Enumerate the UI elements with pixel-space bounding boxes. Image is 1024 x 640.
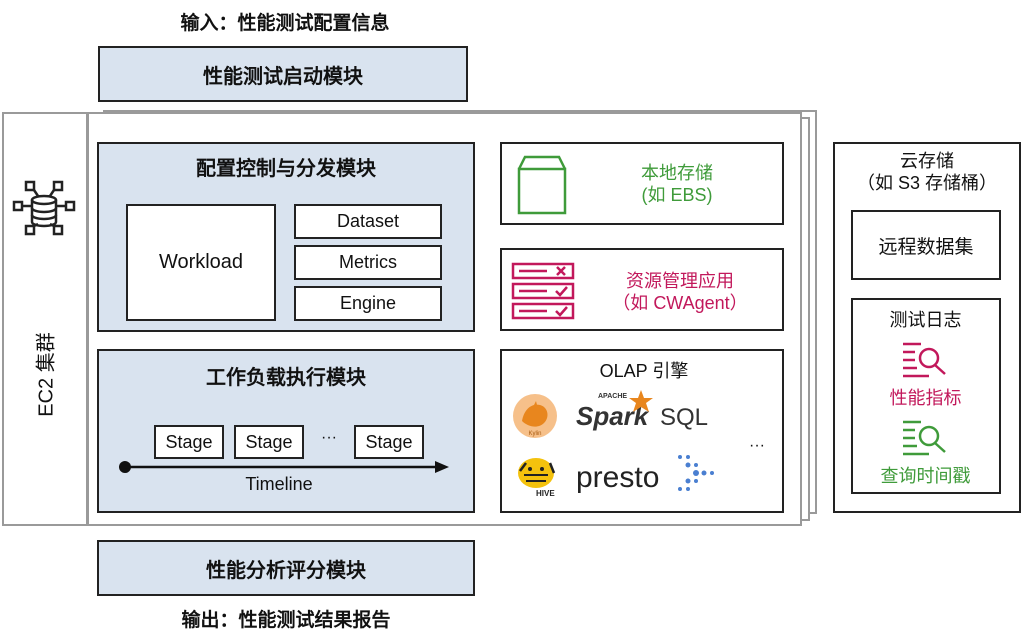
dataset-label: Dataset — [336, 211, 400, 231]
local-storage-text: 本地存储 (如 EBS) — [641, 163, 713, 205]
olap-engine-box: OLAP 引擎 Kylin APACHE Spark SQL HIVE pres… — [500, 349, 784, 513]
cluster-icon — [10, 180, 78, 238]
storage-box-icon — [515, 155, 569, 217]
resource-mgmt-box: 资源管理应用 （如 CWAgent） — [500, 248, 784, 331]
stage-box-1: Stage — [154, 425, 224, 459]
exec-module-title: 工作负载执行模块 — [206, 367, 366, 389]
remote-dataset-label: 远程数据集 — [878, 236, 974, 258]
olap-ellipsis: ··· — [749, 437, 765, 454]
config-module-panel: 配置控制与分发模块 Workload Dataset Metrics Engin… — [97, 142, 475, 332]
stage-box-2: Stage — [234, 425, 304, 459]
presto-logo: presto — [576, 461, 660, 494]
spark-star-icon — [628, 389, 654, 415]
cloud-storage-title: 云存储 （如 S3 存储桶） — [856, 151, 998, 193]
timeline-arrow — [117, 457, 453, 477]
perf-metrics-label: 性能指标 — [889, 388, 962, 408]
test-logs-box: 测试日志 性能指标 — [851, 298, 1001, 494]
remote-dataset-box: 远程数据集 — [851, 210, 1001, 280]
sql-label: SQL — [660, 404, 709, 431]
engine-box: Engine — [294, 286, 442, 321]
hive-label: HIVE — [536, 489, 555, 498]
start-module: 性能测试启动模块 — [98, 46, 468, 102]
engine-label: Engine — [339, 293, 397, 313]
exec-module-panel: 工作负载执行模块 Stage Stage ··· Stage Timeline — [97, 349, 475, 513]
cluster-divider — [86, 113, 89, 525]
dataset-box: Dataset — [294, 204, 442, 239]
local-storage-box: 本地存储 (如 EBS) — [500, 142, 784, 225]
timeline-label: Timeline — [245, 474, 313, 494]
spark-sub-label: APACHE — [598, 393, 628, 400]
input-caption: 输入：性能测试配置信息 — [180, 13, 390, 34]
olap-title: OLAP 引擎 — [599, 361, 689, 381]
checklist-icon — [511, 262, 575, 322]
svg-text:Kylin: Kylin — [528, 431, 541, 437]
stage-box-3: Stage — [354, 425, 424, 459]
hive-logo-icon — [510, 453, 562, 503]
metrics-label: Metrics — [339, 252, 397, 272]
analysis-module: 性能分析评分模块 — [97, 540, 475, 596]
workload-label: Workload — [158, 251, 244, 273]
timestamp-search-icon — [901, 418, 949, 456]
output-caption: 输出：性能测试结果报告 — [181, 610, 391, 631]
workload-box: Workload — [126, 204, 276, 321]
cloud-storage-box: 云存储 （如 S3 存储桶） 远程数据集 测试日志 性能指标 — [833, 142, 1021, 513]
stage-ellipsis: ··· — [321, 429, 337, 446]
test-logs-title: 测试日志 — [889, 310, 962, 330]
metrics-search-icon — [901, 340, 949, 378]
config-module-title: 配置控制与分发模块 — [196, 158, 376, 180]
metrics-box: Metrics — [294, 245, 442, 280]
resource-mgmt-text: 资源管理应用 （如 CWAgent） — [612, 271, 748, 313]
kylin-logo-icon: Kylin — [510, 391, 560, 441]
presto-dots-icon — [674, 451, 720, 493]
query-timestamp-label: 查询时间戳 — [880, 466, 971, 486]
